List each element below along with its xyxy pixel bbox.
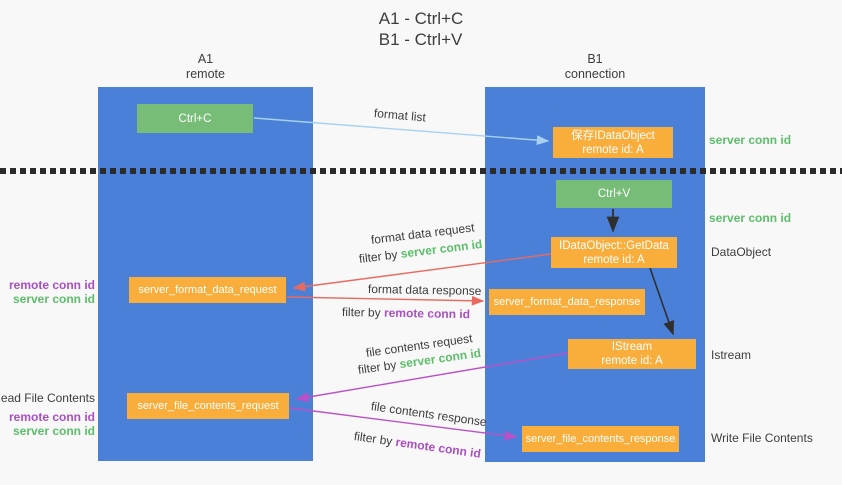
label-filter-by-remote-conn-id-1: filter by remote conn id xyxy=(342,305,470,321)
right-annotation-istream: Istream xyxy=(711,348,752,362)
session-divider-dotted-line xyxy=(0,168,842,174)
node-server-file-contents-request-label: server_file_contents_request xyxy=(137,400,279,412)
remote-conn-id-text: remote conn id xyxy=(8,410,95,424)
server-conn-id-text: server conn id xyxy=(12,424,95,438)
remote-conn-id-text: remote conn id xyxy=(394,434,482,461)
right-annotation-server-conn-id-1: server conn id xyxy=(709,133,792,147)
node-server-format-data-response: server_format_data_response xyxy=(489,289,645,315)
left-annotation-conn-ids-1: remote conn id server conn id xyxy=(9,278,95,306)
node-ctrl-v: Ctrl+V xyxy=(556,180,672,208)
remote-conn-id-text: remote conn id xyxy=(8,278,95,292)
label-format-data-response: format data response xyxy=(367,282,482,298)
right-annotation-dataobject: DataObject xyxy=(711,245,772,259)
left-annotation-read-file-contents: Read File Contents xyxy=(0,391,95,405)
node-ctrl-c: Ctrl+C xyxy=(137,104,253,133)
node-istream: IStream remote id: A xyxy=(568,339,696,369)
lane-a1-role: remote xyxy=(186,67,225,81)
node-server-file-contents-request: server_file_contents_request xyxy=(127,393,289,419)
node-server-file-contents-response-label: server_file_contents_response xyxy=(525,433,676,445)
filter-by-text: filter by xyxy=(358,247,399,266)
label-format-list: format list xyxy=(373,106,427,125)
filter-by-text: filter by xyxy=(353,429,394,449)
node-ctrl-c-label: Ctrl+C xyxy=(178,112,212,125)
node-server-format-data-request-label: server_format_data_request xyxy=(138,284,277,296)
lane-b1-name: B1 xyxy=(587,52,603,66)
title-line-2: B1 - Ctrl+V xyxy=(378,30,463,49)
node-saved-dataobject-line1: 保存IDataObject xyxy=(571,129,655,142)
node-istream-line1: IStream xyxy=(611,341,653,353)
node-istream-line2: remote id: A xyxy=(601,355,663,367)
server-conn-id-text: server conn id xyxy=(12,292,95,306)
node-getdata-line2: remote id: A xyxy=(583,253,645,266)
lane-header-a1: A1 remote xyxy=(98,52,313,82)
node-saved-dataobject: 保存IDataObject remote id: A xyxy=(553,127,673,158)
node-server-file-contents-response: server_file_contents_response xyxy=(522,426,679,452)
node-ctrl-v-label: Ctrl+V xyxy=(597,188,631,200)
label-file-contents-response: file contents response xyxy=(370,399,488,430)
title-line-1: A1 - Ctrl+C xyxy=(378,9,464,28)
node-server-format-data-response-label: server_format_data_response xyxy=(493,296,641,308)
right-annotation-write-file-contents: Write File Contents xyxy=(711,431,813,445)
label-filter-by-remote-conn-id-2: filter by remote conn id xyxy=(353,429,482,461)
lane-a1-name: A1 xyxy=(197,52,214,66)
lane-header-b1: B1 connection xyxy=(485,52,705,82)
node-saved-dataobject-line2: remote id: A xyxy=(582,143,644,156)
node-server-format-data-request: server_format_data_request xyxy=(129,277,286,303)
diagram-title: A1 - Ctrl+C B1 - Ctrl+V xyxy=(379,8,464,50)
filter-by-text: filter by xyxy=(341,305,381,320)
lane-b1-role: connection xyxy=(564,67,626,81)
left-annotation-conn-ids-2: remote conn id server conn id xyxy=(9,410,95,438)
remote-conn-id-text: remote conn id xyxy=(383,305,471,322)
node-getdata-line1: IDataObject::GetData xyxy=(559,239,669,252)
arrow-format-data-response xyxy=(286,295,485,306)
right-annotation-server-conn-id-2: server conn id xyxy=(709,211,792,225)
filter-by-text: filter by xyxy=(357,357,398,377)
node-getdata: IDataObject::GetData remote id: A xyxy=(551,237,677,268)
